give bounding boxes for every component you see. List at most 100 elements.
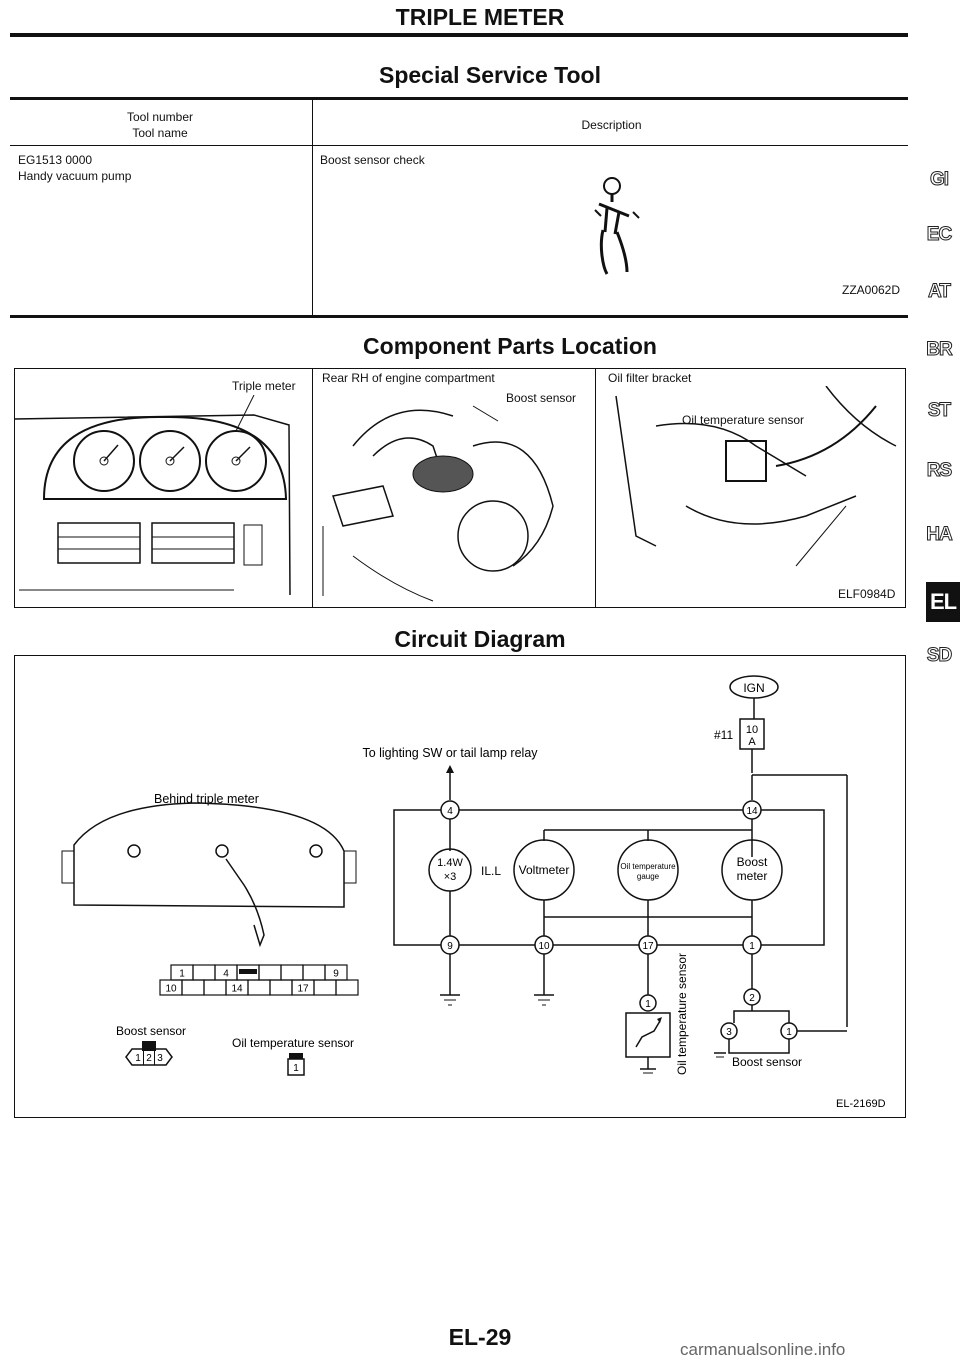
connector-pin-top [302,964,326,981]
sst-header-rule [10,145,908,146]
svg-text:1: 1 [645,999,651,1010]
side-tab-sd[interactable]: SD [926,645,952,667]
triple-meter-box [393,809,825,946]
side-tab-rs[interactable]: RS [926,460,952,482]
svg-text:14: 14 [746,806,758,817]
component-parts-location-heading: Component Parts Location [363,333,657,359]
component-location-frame [14,368,906,608]
connector-pin-bottom [313,979,337,996]
svg-text:Voltmeter: Voltmeter [519,863,570,877]
side-tab-at[interactable]: AT [928,281,952,303]
side-tab-ec[interactable]: EC [926,224,952,246]
vacuum-pump-illustration [594,177,640,275]
special-service-tool-heading: Special Service Tool [378,62,601,88]
sst-bottom-rule [10,315,908,318]
svg-text:Oil temperature: Oil temperature [620,862,676,871]
oil-temperature-sensor-symbol [625,1012,671,1058]
cpl-figure-code: ELF0984D [838,587,896,601]
sst-top-rule [10,97,908,100]
boost-sensor-label: Boost sensor [732,1055,802,1069]
connector-pin-top [192,964,216,981]
tool-description: Boost sensor check [320,153,425,167]
svg-text:1: 1 [293,1063,299,1074]
connector-pin-bottom-label: 14 [231,984,243,995]
footer-watermark: carmanualsonline.info [680,1340,846,1359]
label-engine-compartment: Rear RH of engine compartment [322,371,495,385]
oil-sensor-connector [287,1058,305,1076]
dashboard-illustration [14,395,291,596]
behind-triple-meter-label: Behind triple meter [154,792,259,806]
connector-pin-bottom-label: 10 [165,984,177,995]
boost-connector-pin: 1 [135,1053,141,1064]
fuse-rating-1: 10 [746,724,758,736]
boost-connector-pin: 3 [157,1053,163,1064]
side-tab-br[interactable]: BR [926,339,953,361]
tool-number: EG1513 0000 [18,153,93,167]
vertical-oil-sensor-label: Oil temperature sensor [675,953,689,1075]
circuit-figure-code: EL-2169D [836,1098,886,1110]
label-oil-filter-bracket: Oil filter bracket [608,371,692,385]
page-title: TRIPLE METER [395,4,565,30]
svg-text:1.4W: 1.4W [437,857,463,869]
connector-pin-bottom [203,979,227,996]
connector-pin-bottom-label: 17 [297,984,309,995]
svg-text:×3: ×3 [444,871,457,883]
connector-pin-top-label: 4 [223,969,229,980]
connector-pin-bottom [247,979,271,996]
side-tab-el[interactable]: EL [926,582,960,622]
connector-pin-bottom [269,979,293,996]
side-tab-ha[interactable]: HA [926,524,953,546]
connector-key [239,969,257,974]
svg-text:Boost: Boost [737,855,768,869]
connector-pin-top-label: 9 [333,969,339,980]
svg-text:gauge: gauge [637,872,660,881]
svg-text:3: 3 [726,1027,732,1038]
lighting-label: To lighting SW or tail lamp relay [362,746,538,760]
svg-text:meter: meter [737,869,768,883]
illumination-lamp [428,848,472,892]
illum-label: IL.L [481,864,501,878]
page-number: EL-29 [448,1324,512,1350]
svg-text:17: 17 [642,941,654,952]
ign-label: IGN [743,681,764,695]
circuit-diagram-frame [14,655,906,1118]
oil-sensor-terminal [639,994,657,1012]
conn-oil-label: Oil temperature sensor [232,1036,354,1050]
side-tabs: GI EC AT BR ST RS HA EL SD [920,0,960,700]
col-tool-number-header: Tool number [126,110,194,124]
cpl-divider-1 [312,368,313,608]
sst-figure-code: ZZA0062D [842,283,901,297]
svg-text:1: 1 [786,1027,792,1038]
svg-text:9: 9 [447,941,453,952]
label-boost-sensor: Boost sensor [506,391,577,405]
col-tool-name-header: Tool name [132,126,188,140]
connector-pin-bottom [335,979,359,996]
engine-compartment-illustration [322,405,554,602]
col-description-header: Description [581,118,642,132]
sst-col-divider [312,100,313,315]
svg-text:4: 4 [447,806,453,817]
side-tab-gi[interactable]: GI [929,169,949,191]
label-oil-temperature-sensor: Oil temperature sensor [682,413,805,427]
svg-text:2: 2 [749,993,755,1004]
oil-filter-illustration [615,386,897,567]
svg-text:10: 10 [538,941,550,952]
connector-pin-top [258,964,282,981]
tool-name: Handy vacuum pump [18,169,132,183]
boost-sensor-connector [125,1048,173,1066]
label-triple-meter: Triple meter [232,379,296,393]
fuse-number: #11 [714,728,733,742]
conn-boost-label: Boost sensor [116,1024,186,1038]
connector-pin-top [280,964,304,981]
fuse-rating-2: A [748,736,756,748]
connector-pin-bottom [181,979,205,996]
side-tab-st[interactable]: ST [927,400,951,422]
cpl-divider-2 [595,368,596,608]
connector-pin-top-label: 1 [179,969,185,980]
circuit-diagram-heading: Circuit Diagram [394,626,566,652]
svg-text:1: 1 [749,941,755,952]
title-rule [10,33,908,37]
circuit-diagram-svg: IGN 10 A #11 To lighting SW or tail lamp… [61,675,886,1110]
boost-connector-pin: 2 [146,1053,152,1064]
